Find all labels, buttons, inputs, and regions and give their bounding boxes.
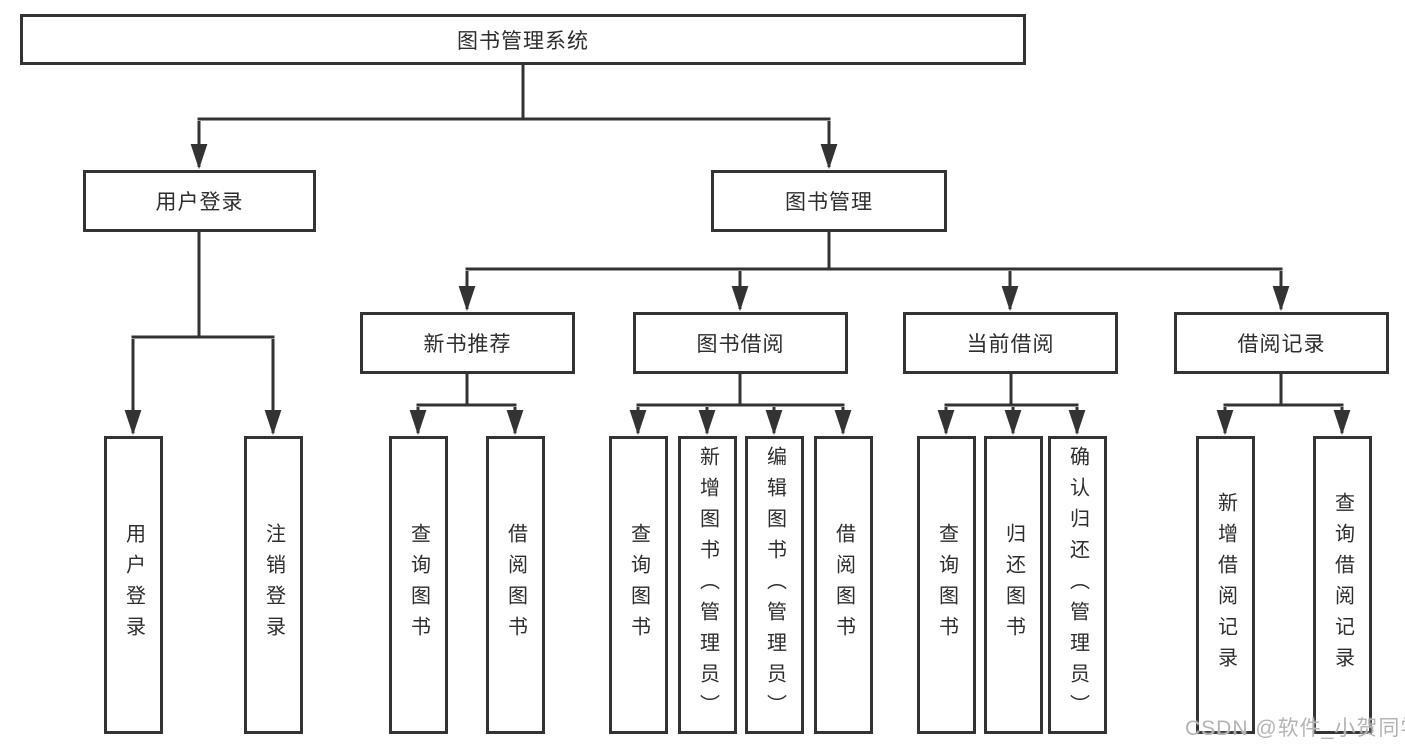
leaf-add-borrow-record: 新增借阅记录	[1196, 436, 1255, 734]
node-label: 当前借阅	[966, 333, 1055, 356]
leaf-borrow-books: 借阅图书	[814, 436, 873, 734]
leaf-confirm-return-admin: 确认归还（管理员）	[1048, 436, 1107, 734]
leaf-borrow-books-recommend: 借阅图书	[486, 436, 545, 734]
node-current-borrow: 当前借阅	[903, 312, 1118, 374]
node-new-book-recommend: 新书推荐	[360, 312, 575, 374]
node-label: 借阅图书	[832, 523, 855, 647]
node-label: 借阅图书	[504, 523, 527, 647]
leaf-query-borrow-record: 查询借阅记录	[1313, 436, 1372, 734]
node-label: 注销登录	[262, 523, 285, 647]
leaf-add-books-admin: 新增图书（管理员）	[678, 436, 737, 734]
node-library-system: 图书管理系统	[20, 14, 1026, 65]
node-label: 新书推荐	[423, 333, 512, 356]
watermark: CSDN @软件_小贺同学	[1185, 717, 1405, 740]
node-label: 查询图书	[935, 523, 958, 647]
leaf-return-books: 归还图书	[984, 436, 1043, 734]
node-label: 查询图书	[627, 523, 650, 647]
leaf-edit-books-admin: 编辑图书（管理员）	[745, 436, 804, 734]
node-book-management: 图书管理	[711, 170, 947, 232]
leaf-query-books-recommend: 查询图书	[389, 436, 448, 734]
node-label: 新增借阅记录	[1214, 492, 1237, 678]
node-label: 借阅记录	[1237, 333, 1326, 356]
node-label: 用户登录	[155, 191, 244, 214]
node-label: 查询借阅记录	[1331, 492, 1354, 678]
node-label: 查询图书	[407, 523, 430, 647]
leaf-user-login: 用户登录	[104, 436, 163, 734]
node-label: 用户登录	[122, 523, 145, 647]
node-label: 图书管理	[785, 191, 873, 214]
leaf-query-books-borrow: 查询图书	[609, 436, 668, 734]
node-book-borrow: 图书借阅	[633, 312, 848, 374]
node-label: 新增图书（管理员）	[696, 445, 719, 725]
node-borrow-records: 借阅记录	[1174, 312, 1389, 374]
node-label: 编辑图书（管理员）	[763, 445, 786, 725]
node-label: 确认归还（管理员）	[1066, 445, 1089, 725]
node-label: 图书借阅	[696, 333, 785, 356]
node-user-login: 用户登录	[83, 170, 316, 232]
node-label: 图书管理系统	[457, 29, 589, 53]
leaf-logout: 注销登录	[244, 436, 303, 734]
leaf-query-books-current: 查询图书	[917, 436, 976, 734]
node-label: 归还图书	[1002, 523, 1025, 647]
